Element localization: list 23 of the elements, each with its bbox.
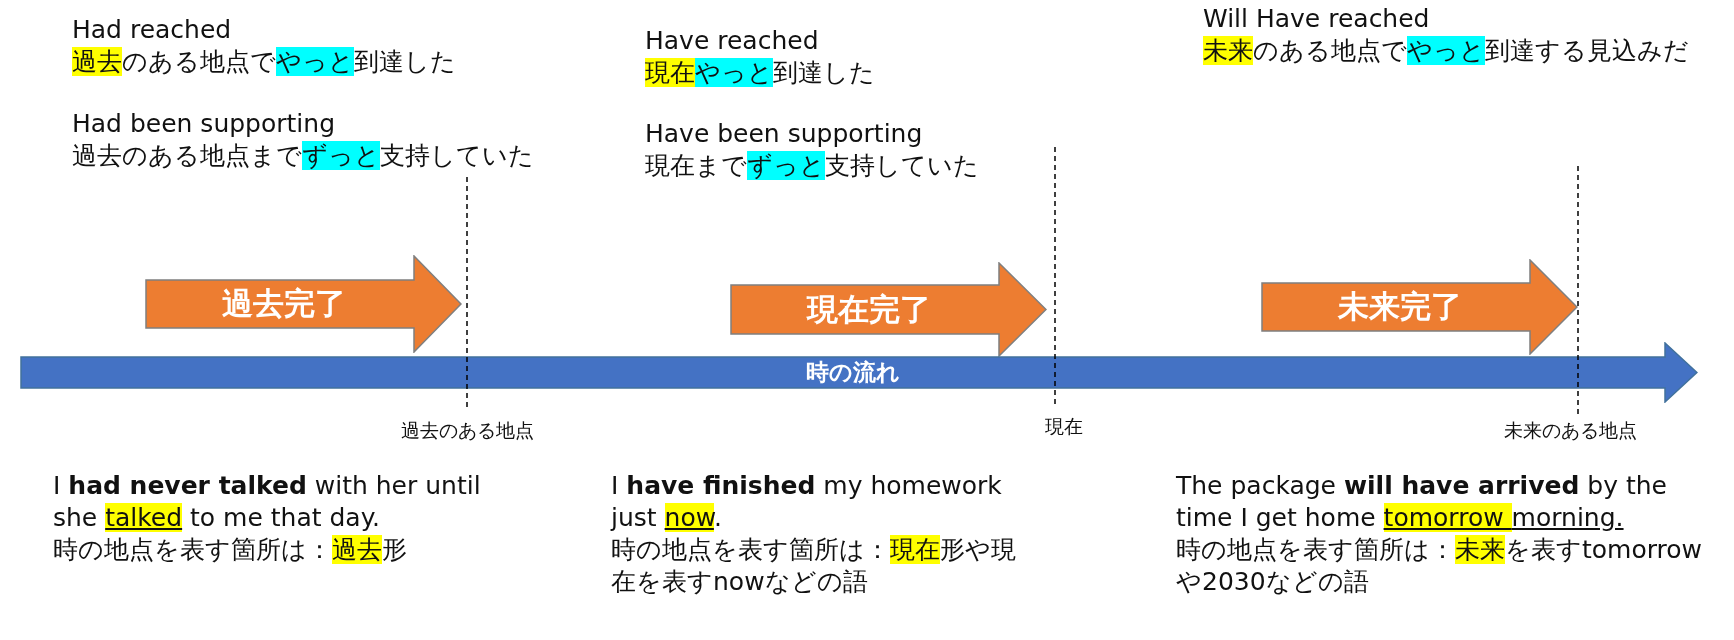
meaning-text: 現在までずっと支持していた (645, 150, 979, 182)
meaning-text: 過去のある地点でやっと到達した (72, 46, 456, 78)
term-heading: Will Have reached (1203, 3, 1430, 35)
example-sentence: I had never talked with her until she talked to me that day. (53, 470, 482, 534)
time-point-label: 過去のある地点 (400, 418, 534, 442)
time-point-label: 未来のある地点 (1503, 418, 1637, 442)
time-point-note: 時の地点を表す箇所は：現在形や現在を表すnowなどの語 (611, 534, 1017, 598)
tense-arrow: 未来完了 (1261, 259, 1578, 355)
time-point-note: 時の地点を表す箇所は：未来を表すtomorrow や2030などの語 (1176, 534, 1704, 598)
example-sentence: I have finished my homework just now. (611, 470, 1003, 534)
meaning-text: 未来のある地点でやっと到達する見込みだ (1203, 35, 1689, 67)
tense-arrow: 過去完了 (145, 255, 462, 353)
term-heading: Had been supporting (72, 108, 335, 140)
meaning-text: 過去のある地点までずっと支持していた (72, 140, 534, 172)
example-sentence: The package will have arrived by the time I get home tomorrow morning. (1176, 470, 1668, 534)
term-heading: Have reached (645, 25, 819, 57)
meaning-text: 現在やっと到達した (645, 57, 875, 89)
time-point-label: 現在 (1045, 414, 1083, 438)
term-heading: Had reached (72, 14, 232, 46)
time-point-note: 時の地点を表す箇所は：過去形 (53, 534, 407, 566)
term-heading: Have been supporting (645, 118, 923, 150)
tense-arrow: 現在完了 (730, 262, 1047, 357)
timeline-arrow: 時の流れ (20, 342, 1698, 403)
